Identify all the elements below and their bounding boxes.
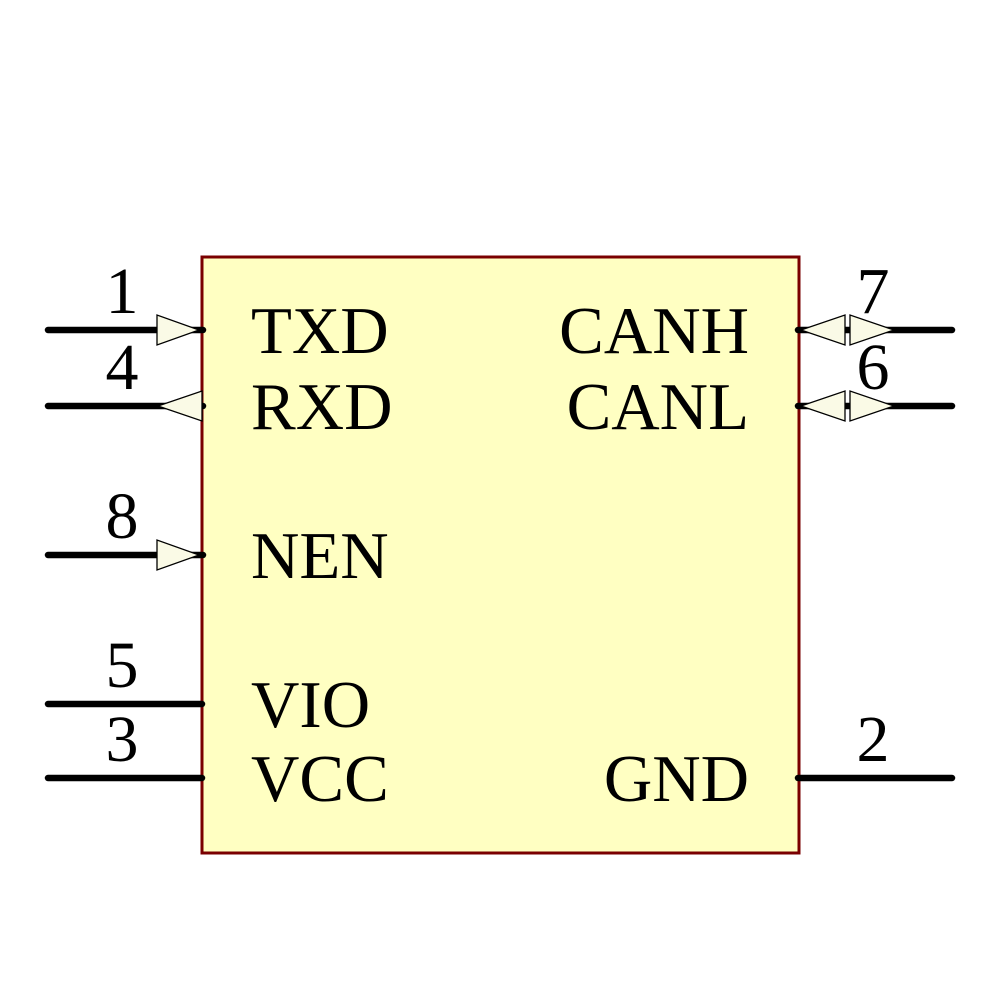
input-arrow-icon bbox=[156, 539, 201, 571]
pin-label: VCC bbox=[251, 742, 389, 816]
bidirectional-arrow-left-icon bbox=[798, 314, 846, 346]
pin-6-canl: 6 CANL bbox=[567, 331, 956, 444]
pin-7-canh: 7 CANH bbox=[559, 255, 956, 368]
pin-label: TXD bbox=[251, 294, 389, 368]
pin-number: 4 bbox=[106, 331, 139, 404]
pin-label: RXD bbox=[251, 370, 392, 444]
pin-5-vio: 5 VIO bbox=[44, 629, 370, 742]
pin-number: 6 bbox=[857, 331, 890, 404]
bidirectional-arrow-left-icon bbox=[798, 390, 846, 422]
pin-number: 7 bbox=[857, 255, 890, 328]
pin-number: 1 bbox=[106, 255, 139, 328]
pin-label: CANH bbox=[559, 294, 749, 368]
pin-label: NEN bbox=[251, 519, 389, 593]
pin-label: GND bbox=[604, 742, 749, 816]
pin-3-vcc: 3 VCC bbox=[44, 703, 389, 816]
pin-number: 5 bbox=[106, 629, 139, 702]
input-arrow-icon bbox=[156, 314, 201, 346]
pin-8-nen: 8 NEN bbox=[44, 480, 389, 593]
bidirectional-arrow-right-icon bbox=[849, 314, 897, 346]
pin-number: 3 bbox=[106, 703, 139, 776]
output-arrow-icon bbox=[155, 390, 203, 422]
pin-2-gnd: 2 GND bbox=[604, 703, 956, 816]
pin-label: VIO bbox=[251, 668, 370, 742]
component-body bbox=[200, 255, 801, 855]
pin-number: 2 bbox=[857, 703, 890, 776]
pin-4-rxd: 4 RXD bbox=[44, 331, 392, 444]
pin-1-txd: 1 TXD bbox=[44, 255, 389, 368]
bidirectional-arrow-right-icon bbox=[849, 390, 897, 422]
pin-number: 8 bbox=[106, 480, 139, 553]
pin-label: CANL bbox=[567, 370, 749, 444]
